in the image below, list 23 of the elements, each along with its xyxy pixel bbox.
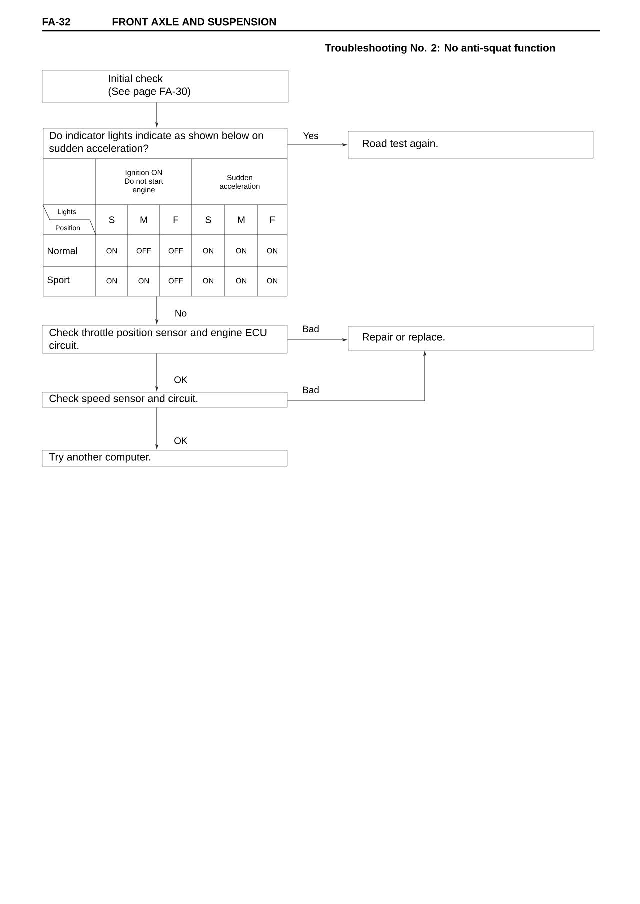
- process-box: Repair or replace.: [348, 326, 594, 351]
- edge-label: Bad: [302, 324, 320, 334]
- process-box: Check speed sensor and circuit.: [42, 392, 288, 408]
- edge-label: No: [174, 309, 188, 318]
- edge-label: OK: [173, 436, 189, 446]
- process-box: Road test again.: [348, 131, 594, 159]
- edge-label: OK: [173, 376, 189, 384]
- column-header: F: [174, 216, 179, 224]
- column-header: S: [206, 216, 212, 224]
- edge-label: Bad: [302, 386, 320, 394]
- page-number: FA-32: [42, 18, 70, 26]
- column-header: M: [140, 216, 148, 224]
- section-heading: Troubleshooting No. 2: No anti-squat function: [325, 44, 556, 54]
- process-box: Try another computer.: [42, 450, 288, 467]
- edge-label: Yes: [302, 132, 320, 140]
- column-header: M: [238, 216, 245, 224]
- row-header: Sport: [48, 276, 70, 286]
- column-header: S: [109, 216, 115, 224]
- row-header: Normal: [48, 248, 78, 254]
- process-box: Initial check (See page FA-30): [42, 70, 289, 103]
- column-header: F: [270, 216, 276, 224]
- running-header: FRONT AXLE AND SUSPENSION: [112, 18, 276, 26]
- process-box: Check throttle position sensor and engine ECU circuit.: [42, 325, 288, 354]
